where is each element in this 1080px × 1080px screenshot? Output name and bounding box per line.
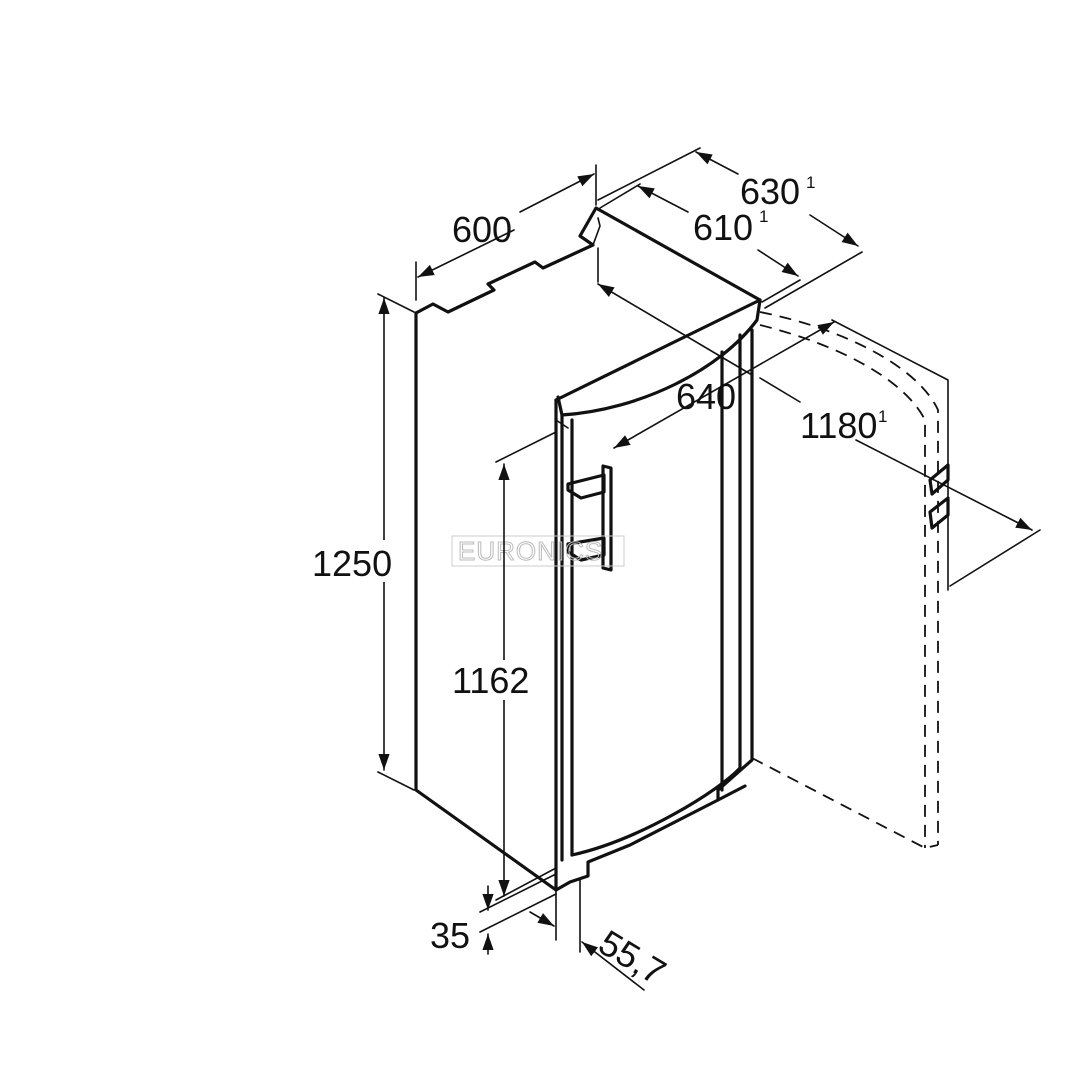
dimension-35: 35 xyxy=(430,873,557,956)
door-swing-outline xyxy=(751,311,950,849)
svg-text:1: 1 xyxy=(878,407,887,426)
dimension-1162: 1162 xyxy=(448,431,557,901)
svg-text:610: 610 xyxy=(693,207,753,248)
watermark-logo: EURONICS xyxy=(451,535,625,567)
svg-text:EURONICS: EURONICS xyxy=(458,536,603,566)
svg-text:1250: 1250 xyxy=(312,543,392,584)
dimension-1180: 1180 1 xyxy=(613,319,1041,591)
dimension-630: 630 1 xyxy=(597,147,863,309)
dimension-610: 610 1 xyxy=(599,183,801,303)
svg-text:1: 1 xyxy=(806,173,815,192)
dimension-640: 640 xyxy=(597,247,801,417)
svg-text:35: 35 xyxy=(430,915,470,956)
dimension-600: 600 xyxy=(415,164,597,301)
svg-text:640: 640 xyxy=(676,376,736,417)
svg-text:630: 630 xyxy=(740,171,800,212)
svg-text:1180: 1180 xyxy=(800,405,877,446)
door-handle[interactable] xyxy=(566,464,613,572)
svg-text:600: 600 xyxy=(452,209,512,250)
svg-text:55,7: 55,7 xyxy=(592,922,673,993)
svg-text:1162: 1162 xyxy=(452,660,529,701)
svg-text:1: 1 xyxy=(759,207,768,226)
dimension-1250: 1250 xyxy=(308,293,415,791)
